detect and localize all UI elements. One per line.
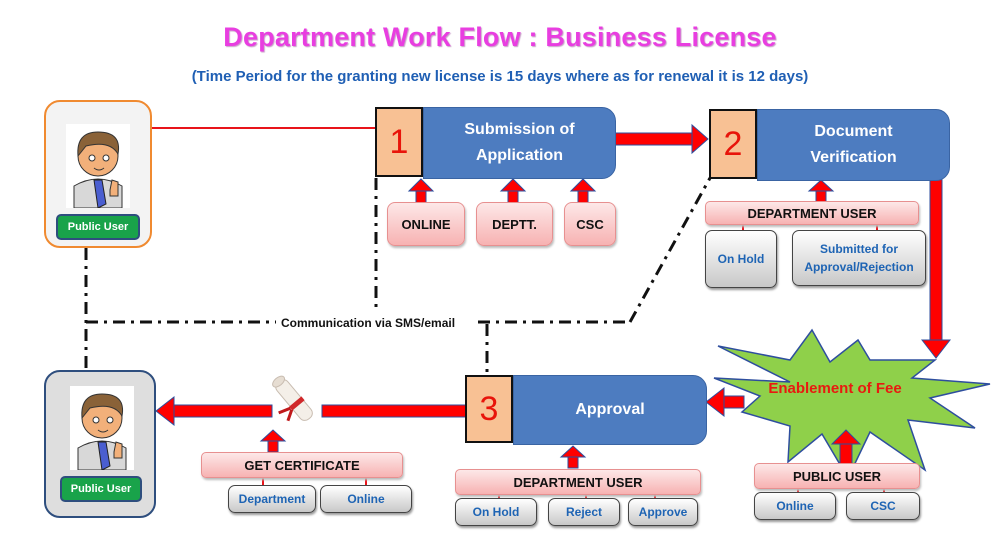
certificate-option-online[interactable]: Online bbox=[320, 485, 412, 513]
public-user-label: Public User bbox=[60, 476, 142, 502]
source-deptt[interactable]: DEPTT. bbox=[476, 202, 553, 246]
step-1-label-line2: Application bbox=[475, 147, 564, 164]
page-subtitle: (Time Period for the granting new licens… bbox=[191, 68, 809, 85]
page-title: Department Work Flow : Business License bbox=[223, 22, 777, 52]
source-csc[interactable]: CSC bbox=[564, 202, 616, 246]
user-avatar-icon bbox=[66, 124, 130, 209]
step-2-label-line1: Document bbox=[814, 123, 893, 140]
up-arrows bbox=[259, 178, 862, 469]
certificate-scroll-icon bbox=[272, 375, 313, 422]
option-approve[interactable]: Approve bbox=[628, 498, 698, 526]
communication-label: Communication via SMS/email bbox=[278, 316, 459, 330]
arrow-step2-to-fee bbox=[920, 177, 952, 359]
department-user-bar: DEPARTMENT USER bbox=[705, 201, 919, 225]
step-approval[interactable]: Approval bbox=[513, 375, 707, 445]
option-submitted-for-approval[interactable]: Submitted for Approval/Rejection bbox=[792, 230, 926, 286]
public-user-bar: PUBLIC USER bbox=[754, 463, 920, 489]
step-3-number: 3 bbox=[465, 375, 513, 443]
source-online[interactable]: ONLINE bbox=[387, 202, 465, 246]
fee-option-online[interactable]: Online bbox=[754, 492, 836, 520]
step-1-label-line1: Submission of bbox=[464, 121, 575, 138]
arrow-fee-to-step3 bbox=[705, 386, 745, 418]
option-reject[interactable]: Reject bbox=[548, 498, 620, 526]
communication-lines bbox=[84, 177, 712, 375]
public-user-label: Public User bbox=[56, 214, 140, 240]
enablement-of-fee-label: Enablement of Fee bbox=[768, 380, 902, 397]
step-1-number: 1 bbox=[375, 107, 423, 177]
step-2-number: 2 bbox=[709, 109, 757, 179]
step-2-label-line2: Verification bbox=[810, 149, 897, 166]
option-on-hold[interactable]: On Hold bbox=[455, 498, 537, 526]
step-document-verification[interactable]: Document Verification bbox=[757, 109, 950, 181]
fee-option-csc[interactable]: CSC bbox=[846, 492, 920, 520]
step-3-label: Approval bbox=[575, 401, 645, 418]
user-avatar-icon bbox=[70, 386, 134, 471]
arrow-step1-to-step2 bbox=[613, 123, 709, 155]
fee-burst-shape bbox=[713, 328, 991, 480]
department-user-bar: DEPARTMENT USER bbox=[455, 469, 701, 495]
public-user-card-top[interactable]: Public User bbox=[44, 100, 152, 248]
step-submission-of-application[interactable]: Submission of Application bbox=[423, 107, 616, 179]
get-certificate-bar: GET CERTIFICATE bbox=[201, 452, 403, 478]
public-user-card-bottom[interactable]: Public User bbox=[44, 370, 156, 518]
option-on-hold[interactable]: On Hold bbox=[705, 230, 777, 288]
certificate-option-department[interactable]: Department bbox=[228, 485, 316, 513]
arrow-step3-to-user bbox=[155, 395, 467, 427]
